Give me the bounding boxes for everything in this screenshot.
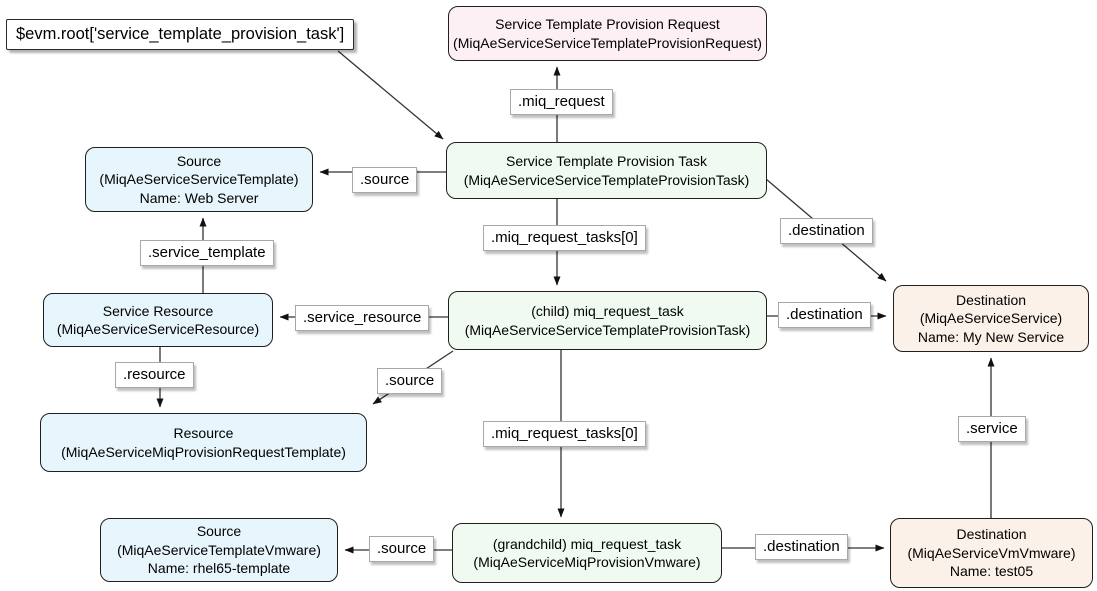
node-grandchild-miq-request-task: (grandchild) miq_request_task (MiqAeServ… (452, 523, 722, 583)
node-service-template-provision-request: Service Template Provision Request (MiqA… (448, 6, 767, 61)
edge-label-destination-3: .destination (755, 534, 848, 560)
node-class: (MiqAeServiceMiqProvisionRequestTemplate… (61, 443, 346, 460)
node-class: (MiqAeServiceTemplateVmware) (117, 541, 321, 558)
node-class: (MiqAeServiceService) (919, 310, 1063, 327)
node-title: Service Template Provision Request (495, 16, 720, 32)
edge-label-source-3: .source (369, 536, 435, 562)
node-instance-name: Name: rhel65-template (147, 560, 291, 577)
node-title: (grandchild) miq_request_task (492, 535, 682, 552)
node-source-template-vmware: Source (MiqAeServiceTemplateVmware) Name… (100, 518, 338, 582)
node-title: Resource (173, 425, 234, 441)
node-child-miq-request-task: (child) miq_request_task (MiqAeServiceSe… (448, 291, 767, 350)
node-title: Destination (955, 291, 1027, 308)
node-class: (MiqAeServiceServiceTemplateProvisionTas… (463, 171, 750, 188)
node-service-template-provision-task: Service Template Provision Task (MiqAeSe… (446, 142, 767, 199)
edge-label-service: .service (958, 416, 1026, 442)
edge-label-destination-2: .destination (778, 302, 871, 328)
node-title: Destination (956, 526, 1027, 543)
node-instance-name: Name: Web Server (139, 189, 259, 206)
node-instance-name: Name: My New Service (917, 328, 1065, 345)
evm-root-variable-label: $evm.root['service_template_provision_ta… (6, 19, 355, 50)
edge-label-source-2: .source (377, 368, 443, 394)
node-title: (child) miq_request_task (531, 303, 684, 319)
node-service-resource: Service Resource (MiqAeServiceServiceRes… (43, 293, 273, 347)
node-class: (MiqAeServiceServiceTemplateProvisionTas… (464, 321, 751, 338)
node-class: (MiqAeServiceServiceTemplateProvisionReq… (453, 34, 762, 51)
edge-label-destination-1: .destination (780, 218, 873, 244)
node-class: (MiqAeServiceServiceTemplate) (99, 171, 299, 188)
edge-label-resource: .resource (115, 362, 194, 388)
node-destination-service: Destination (MiqAeServiceService) Name: … (893, 285, 1089, 352)
node-title: Source (176, 152, 222, 169)
node-class: (MiqAeServiceVmVmware) (907, 544, 1076, 561)
edge-label-miq-request-tasks-2: .miq_request_tasks[0] (483, 421, 646, 447)
node-title: Service Resource (102, 302, 214, 319)
node-title: Service Template Provision Task (505, 153, 708, 169)
node-resource-provision-request-template: Resource (MiqAeServiceMiqProvisionReques… (40, 413, 367, 472)
edge-label-miq-request-tasks-1: .miq_request_tasks[0] (483, 225, 646, 251)
node-class: (MiqAeServiceMiqProvisionVmware) (473, 554, 701, 570)
node-class: (MiqAeServiceServiceResource) (56, 321, 260, 337)
edge-label-source-1: .source (352, 167, 418, 193)
edge-root-to-task-line (337, 50, 444, 140)
node-destination-vm-vmware: Destination (MiqAeServiceVmVmware) Name:… (890, 518, 1093, 588)
edge-label-service-template: .service_template (140, 240, 274, 266)
node-source-service-template: Source (MiqAeServiceServiceTemplate) Nam… (85, 147, 313, 212)
edge-label-service-resource: .service_resource (295, 305, 430, 331)
node-title: Source (196, 523, 242, 540)
node-instance-name: Name: test05 (949, 563, 1034, 580)
edge-label-miq-request: .miq_request (510, 89, 613, 115)
